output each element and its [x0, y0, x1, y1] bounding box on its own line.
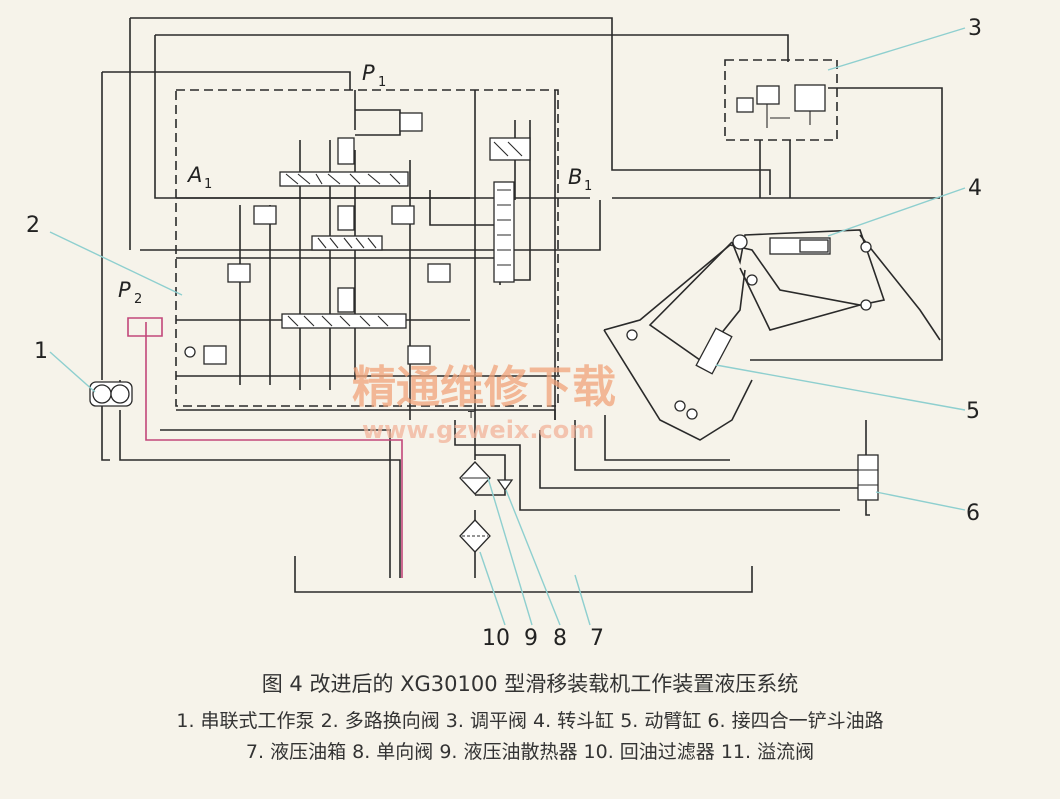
multiway-valve-boundary: [175, 59, 838, 407]
caption-legend-line-1: 1. 串联式工作泵 2. 多路换向阀 3. 调平阀 4. 转斗缸 5. 动臂缸 …: [176, 710, 884, 732]
label-b1: B: [568, 165, 582, 189]
callout-5: 5: [966, 399, 980, 424]
solenoid-valve: [489, 137, 531, 161]
label-a1-sub: 1: [204, 177, 212, 192]
boom-cylinder: [695, 327, 733, 375]
label-b1-sub: 1: [584, 179, 592, 194]
caption-legend-line-2: 7. 液压油箱 8. 单向阀 9. 液压油散热器 10. 回油过滤器 11. 溢…: [245, 741, 815, 763]
label-p2-sub: 2: [134, 292, 142, 307]
hydraulic-schematic: P 1 P 2 A 1 B 1 T 1 2 3 4 5 6 10 9 8 7 精…: [26, 16, 982, 651]
label-a1: A: [186, 163, 202, 187]
label-p1-sub: 1: [378, 75, 386, 90]
label-p1: P: [362, 61, 375, 85]
callout-6: 6: [966, 501, 980, 526]
vertical-spool: [493, 181, 515, 283]
callout-8: 8: [553, 626, 567, 651]
callout-2: 2: [26, 213, 40, 238]
callout-10: 10: [482, 626, 510, 651]
relief-valves: [184, 112, 451, 365]
callout-3: 3: [968, 16, 982, 41]
watermark-url: www.gzweix.com: [362, 416, 594, 444]
piping: [101, 17, 943, 578]
label-t-port: T: [467, 410, 475, 421]
loader-arm: [603, 229, 941, 441]
bucket-cylinder: [769, 237, 831, 255]
callout-4: 4: [968, 176, 982, 201]
callout-7: 7: [590, 626, 604, 651]
leveling-valve: [736, 84, 826, 128]
caption-title: 图 4 改进后的 XG30100 型滑移装载机工作装置液压系统: [261, 672, 799, 696]
oil-tank: [294, 556, 753, 593]
spool-valve-3: [281, 287, 407, 329]
figure-caption: 图 4 改进后的 XG30100 型滑移装载机工作装置液压系统 1. 串联式工作…: [0, 668, 1060, 768]
bucket-circuit-cylinder: [857, 454, 879, 501]
spool-valve-1: [279, 137, 409, 187]
watermark-cn: 精通维修下载: [352, 362, 616, 413]
leader-lines: [49, 27, 966, 626]
callout-9: 9: [524, 626, 538, 651]
tandem-pump: [89, 381, 133, 407]
return-components: [459, 420, 514, 578]
label-p2: P: [118, 278, 131, 302]
spool-valve-2: [311, 205, 383, 251]
callout-1: 1: [34, 339, 48, 364]
valve-internal-lines: [176, 90, 560, 420]
